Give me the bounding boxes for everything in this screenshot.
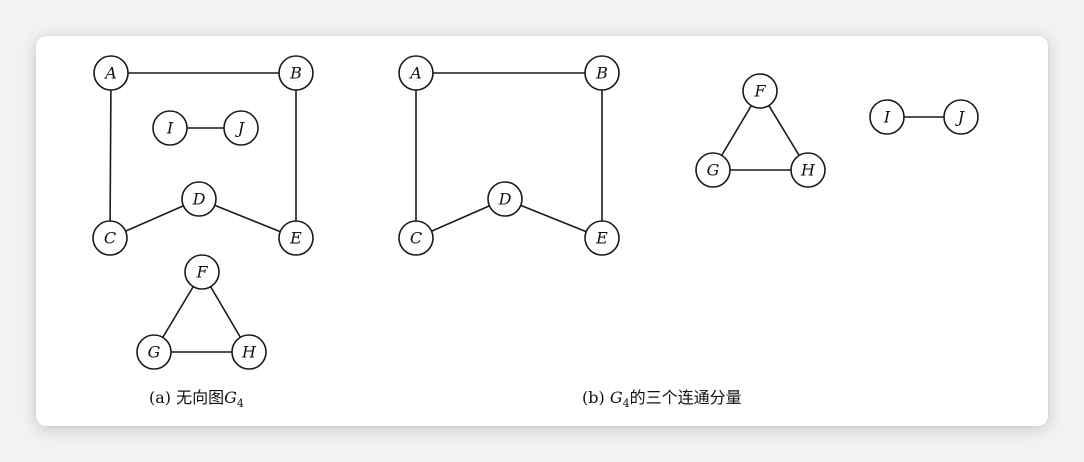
node-label: C xyxy=(410,229,422,248)
node-label: I xyxy=(166,119,174,138)
caption-a-symbol: G xyxy=(224,388,237,407)
node-label: I xyxy=(883,108,891,127)
caption-a: (a) 无向图G4 xyxy=(149,384,244,410)
node-circle xyxy=(278,55,314,91)
node-H: H xyxy=(231,334,267,370)
node-label: F xyxy=(753,82,766,101)
node-label: C xyxy=(104,229,116,248)
caption-b-suffix: 的三个连通分量 xyxy=(629,388,742,407)
caption-b: (b) G4的三个连通分量 xyxy=(582,384,742,410)
node-label: F xyxy=(195,263,208,282)
node-circle xyxy=(943,99,979,135)
node-J: J xyxy=(223,110,259,146)
node-label: E xyxy=(289,229,302,248)
node-circle xyxy=(184,254,220,290)
node-label: B xyxy=(289,64,302,83)
node-E: E xyxy=(278,220,314,256)
node-circle xyxy=(92,220,128,256)
edge-A-C xyxy=(109,72,112,239)
node-D: D xyxy=(487,181,523,217)
node-F: F xyxy=(184,254,220,290)
node-circle xyxy=(93,55,129,91)
graph-a: A B C D E I J F G H xyxy=(92,55,314,370)
graph-b-component1: A B C D E xyxy=(398,55,620,256)
node-G: G xyxy=(695,152,731,188)
node-I: I xyxy=(869,99,905,135)
node-label: D xyxy=(192,190,206,209)
node-C: C xyxy=(398,220,434,256)
node-label: G xyxy=(148,343,161,362)
node-circle xyxy=(136,334,172,370)
graph-b-component2: F G H xyxy=(695,73,826,188)
node-label: J xyxy=(955,108,966,127)
node-J: J xyxy=(943,99,979,135)
node-label: J xyxy=(235,119,246,138)
node-circle xyxy=(742,73,778,109)
node-label: E xyxy=(595,229,608,248)
node-circle xyxy=(398,220,434,256)
node-circle xyxy=(398,55,434,91)
caption-b-subscript: 4 xyxy=(622,397,630,411)
node-B: B xyxy=(278,55,314,91)
node-circle xyxy=(790,152,826,188)
node-circle xyxy=(152,110,188,146)
node-circle xyxy=(487,181,523,217)
node-label: A xyxy=(408,64,422,83)
node-label: A xyxy=(103,64,117,83)
node-I: I xyxy=(152,110,188,146)
caption-b-symbol: G xyxy=(609,388,623,407)
caption-b-prefix: (b) xyxy=(582,388,610,407)
node-C: C xyxy=(92,220,128,256)
node-circle xyxy=(231,334,267,370)
node-A: A xyxy=(398,55,434,91)
node-circle xyxy=(869,99,905,135)
node-G: G xyxy=(136,334,172,370)
node-circle xyxy=(695,152,731,188)
node-B: B xyxy=(584,55,620,91)
node-label: H xyxy=(800,161,816,180)
node-E: E xyxy=(584,220,620,256)
node-label: G xyxy=(707,161,720,180)
node-circle xyxy=(181,181,217,217)
node-circle xyxy=(584,220,620,256)
node-circle xyxy=(223,110,259,146)
node-circle xyxy=(278,220,314,256)
node-H: H xyxy=(790,152,826,188)
caption-a-prefix: (a) 无向图 xyxy=(149,388,225,407)
node-label: H xyxy=(241,343,257,362)
node-A: A xyxy=(93,55,129,91)
caption-a-subscript: 4 xyxy=(236,397,244,411)
node-F: F xyxy=(742,73,778,109)
node-D: D xyxy=(181,181,217,217)
node-label: B xyxy=(595,64,608,83)
node-label: D xyxy=(498,190,512,209)
node-circle xyxy=(584,55,620,91)
